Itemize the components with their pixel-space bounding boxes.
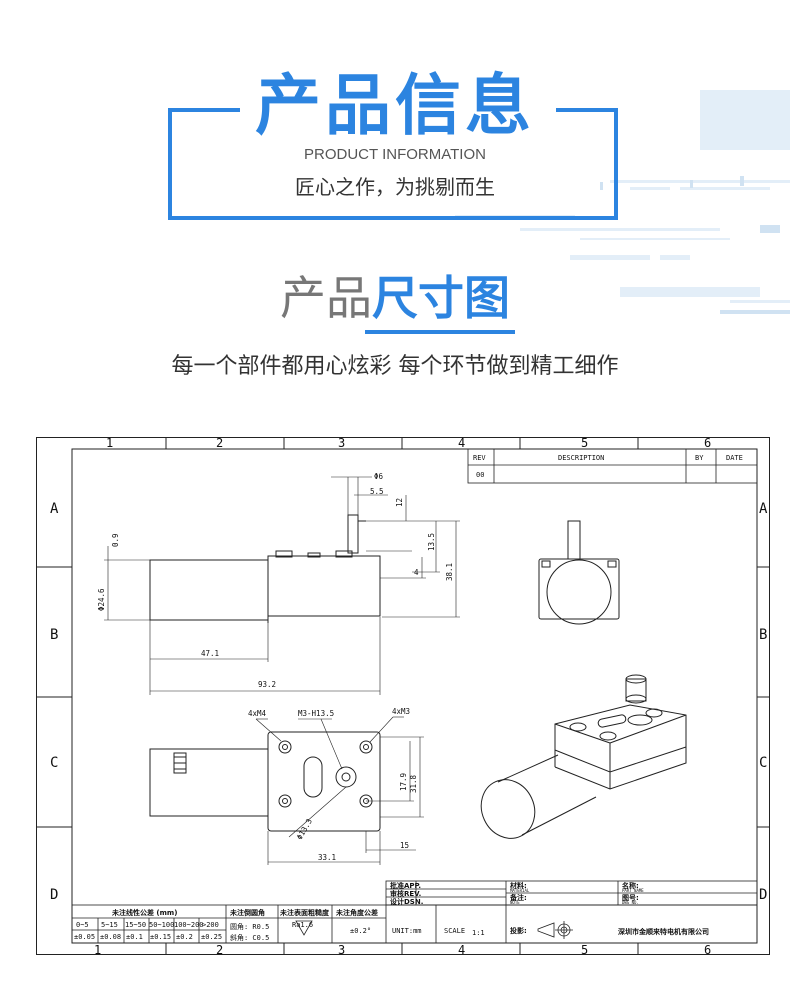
fillet-title: 未注倒圆角 [230, 908, 265, 917]
col-number: 3 [338, 943, 345, 955]
row-letter: A [759, 501, 768, 517]
tolerance-value: ±0.1 [126, 933, 143, 941]
row-letter: C [759, 755, 767, 771]
tolerance-range: 15~50 [125, 921, 146, 929]
rev-header: REV [473, 454, 486, 462]
dim-15: 15 [400, 841, 409, 850]
tolerance-value: ±0.15 [150, 933, 171, 941]
note-label: 备注: [509, 893, 527, 902]
row-letter: C [50, 755, 58, 771]
rev-header: BY [695, 454, 704, 462]
dim-hole-m3: 4xM3 [392, 707, 410, 716]
dim-17-9: 17.9 [399, 773, 408, 791]
col-number: 5 [581, 943, 588, 955]
fillet-chamfer: 斜角: C0.5 [230, 933, 269, 942]
projection-label: 投影: [510, 926, 527, 935]
note-label-en: NOTE [510, 900, 520, 905]
material-label-en: MATERIAL [510, 888, 530, 893]
rev-header: DATE [726, 454, 743, 462]
rev-value: 00 [476, 471, 484, 479]
angle-tol-value: ±0.2° [350, 927, 371, 935]
page-title: 产品信息 [255, 67, 535, 144]
dim-47-1: 47.1 [201, 649, 219, 658]
tolerance-value: ±0.25 [201, 933, 222, 941]
col-number: 1 [106, 437, 113, 450]
material-label: 材料: [509, 881, 527, 890]
section-description: 每一个部件都用心炫彩 每个环节做到精工细作 [171, 354, 619, 379]
tolerance-range: >200 [202, 921, 219, 929]
dim-motor-dia: Φ24.6 [97, 588, 106, 611]
tolerance-value: ±0.2 [176, 933, 193, 941]
part-name-label-en: PART NAME [622, 888, 644, 893]
row-letter: B [50, 627, 58, 643]
dim-shaft-flat: 5.5 [370, 487, 384, 496]
dim-33-1: 33.1 [318, 853, 336, 862]
projection-symbol [537, 921, 573, 939]
row-letter: D [759, 887, 767, 903]
angle-tol-title: 未注角度公差 [336, 908, 378, 917]
approval-app: 批准APP. [390, 881, 421, 890]
end-view [538, 520, 620, 625]
tolerance-value: ±0.08 [100, 933, 121, 941]
drawing-sheet: 1 2 3 4 5 6 1 2 3 4 5 6 A B C D A B C D … [36, 436, 770, 957]
dim-shaft-len: 12 [395, 498, 404, 507]
roughness-value: Ra1.6 [292, 921, 313, 929]
tolerance-value: ±0.05 [74, 933, 95, 941]
roughness-title: 未注表面粗糙度 [280, 908, 330, 917]
col-number: 6 [704, 943, 711, 955]
part-name-label: 名称: [622, 881, 639, 890]
side-view [149, 514, 381, 623]
fillet-radius: 圆角: R0.5 [230, 922, 269, 931]
tolerance-range: 50~100 [149, 921, 174, 929]
dim-93-2: 93.2 [258, 680, 276, 689]
dim-13-5: 13.5 [427, 533, 436, 551]
row-letter: D [50, 887, 58, 903]
section-title-underline [365, 330, 515, 334]
approval-dsn: 设计DSN. [390, 897, 423, 906]
col-number: 4 [458, 943, 465, 955]
col-number: 3 [338, 437, 345, 450]
col-number: 5 [581, 437, 588, 450]
front-view [149, 731, 381, 832]
page-slogan: 匠心之作，为挑剔而生 [295, 175, 495, 199]
company-name: 深圳市金顺来特电机有限公司 [618, 927, 709, 936]
page-subtitle: PRODUCT INFORMATION [304, 146, 486, 163]
col-number: 2 [216, 943, 223, 955]
front-view-dimensions [255, 716, 424, 865]
dim-thread: M3-H13.5 [298, 709, 334, 718]
col-number: 4 [458, 437, 465, 450]
scale-label: SCALE [444, 927, 465, 935]
dim-hole-m4: 4xM4 [248, 709, 267, 718]
dim-31-8: 31.8 [409, 774, 418, 793]
section-title: 产品尺寸图 [0, 270, 790, 326]
title-block [71, 880, 758, 944]
isometric-view [480, 674, 687, 839]
tolerance-range: 100~200 [174, 921, 204, 929]
row-letter: B [759, 627, 767, 643]
tolerance-title: 未注线性公差 (mm) [112, 908, 177, 917]
dwg-no-label-en: DWG NO. [622, 900, 639, 905]
approval-rev: 审核REV. [390, 889, 421, 898]
dim-38-1: 38.1 [445, 563, 454, 581]
section-title-light: 产品 [280, 271, 372, 325]
tolerance-range: 5~15 [101, 921, 118, 929]
col-number: 6 [704, 437, 711, 450]
dim-4: 4 [414, 568, 419, 577]
dimension-drawing: 1 2 3 4 5 6 1 2 3 4 5 6 A B C D A B C D … [36, 436, 770, 957]
row-letter: A [50, 501, 59, 517]
tolerance-range: 0~5 [76, 921, 89, 929]
scale-value: 1:1 [472, 929, 485, 937]
side-view-dimensions [104, 476, 460, 695]
dim-0-9: 0.9 [111, 533, 120, 547]
section-title-bold: 尺寸图 [372, 271, 510, 325]
unit-label: UNIT:mm [392, 927, 422, 935]
rev-header: DESCRIPTION [558, 454, 604, 462]
col-number: 1 [94, 943, 101, 955]
revision-block [467, 448, 758, 484]
dim-shaft-dia: Φ6 [374, 472, 384, 481]
col-number: 2 [216, 437, 223, 450]
title-frame-gap [240, 100, 556, 116]
dwg-no-label: 图号: [622, 893, 639, 902]
